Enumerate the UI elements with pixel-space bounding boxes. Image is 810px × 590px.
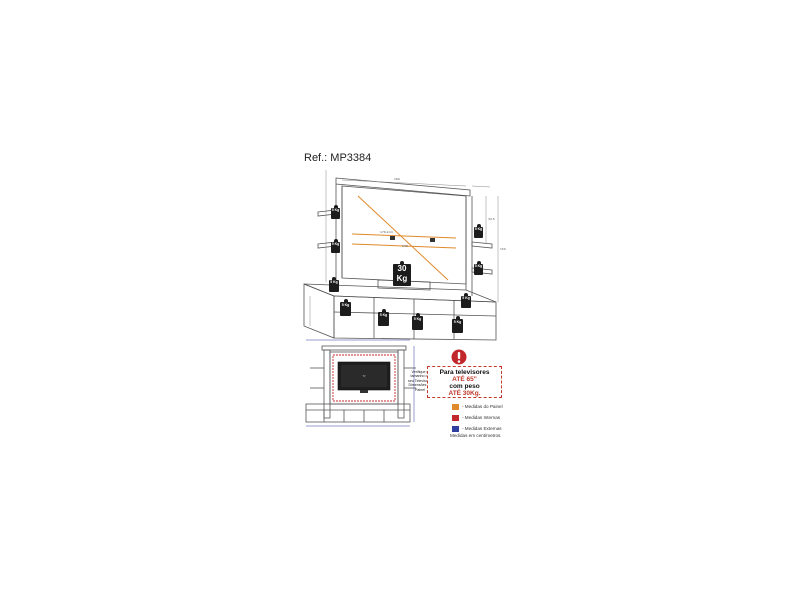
weight-tag-shelf-mid-left: 5 Kg [331, 242, 340, 253]
legend-swatch-external [452, 426, 459, 432]
exclamation-icon [451, 349, 467, 365]
tv-limit-line3: com peso [449, 383, 480, 390]
svg-text:140: 140 [402, 244, 408, 248]
weight-tag-drawer-3: 5 Kg [412, 316, 423, 330]
tv-limit-line4: ATÉ 30Kg. [448, 390, 481, 397]
weight-tag-rack-left: 5 Kg [329, 280, 339, 292]
legend-footnote: Medidas em centímetros. [450, 433, 502, 438]
reference-title: Ref.: MP3384 [304, 152, 372, 164]
svg-text:150: 150 [500, 247, 506, 251]
legend-label-panel: - Medidas do Painel [462, 404, 503, 409]
weight-tag-panel: 30 Kg [393, 264, 411, 286]
weight-tag-shelf-mid-right: 5 Kg [474, 264, 483, 275]
legend-swatch-internal [452, 415, 459, 421]
weight-tag-shelf-upper-left: 5 Kg [331, 208, 340, 219]
legend-label-internal: - Medidas Internas [462, 415, 501, 420]
svg-text:TV: TV [362, 375, 365, 378]
weight-tag-panel-unit: Kg [396, 274, 408, 283]
legend-label-external: - Medidas Externas [462, 426, 502, 431]
weight-tag-panel-value: 30 [397, 264, 407, 273]
tv-limit-line2: ATÉ 65" [452, 376, 477, 383]
weight-tag-shelf-upper-right: 5 Kg [474, 227, 483, 238]
svg-text:176.2cm: 176.2cm [380, 230, 393, 234]
weight-tag-rack-right: 5 Kg [461, 296, 471, 308]
weight-tag-drawer-4: 5 Kg [452, 319, 463, 333]
svg-text:160: 160 [394, 177, 400, 181]
tv-limit-line1: Para televisores [439, 369, 490, 376]
verify-note: Verifique o tamanho do seu Televisor e D… [408, 370, 432, 392]
tv-limit-box: Para televisores ATÉ 65" com peso ATÉ 30… [427, 366, 502, 398]
weight-tag-drawer-1: 5 Kg [340, 302, 351, 316]
svg-text:34.5: 34.5 [488, 217, 495, 221]
legend-swatch-panel [452, 404, 459, 410]
weight-tag-drawer-2: 5 Kg [378, 312, 389, 326]
